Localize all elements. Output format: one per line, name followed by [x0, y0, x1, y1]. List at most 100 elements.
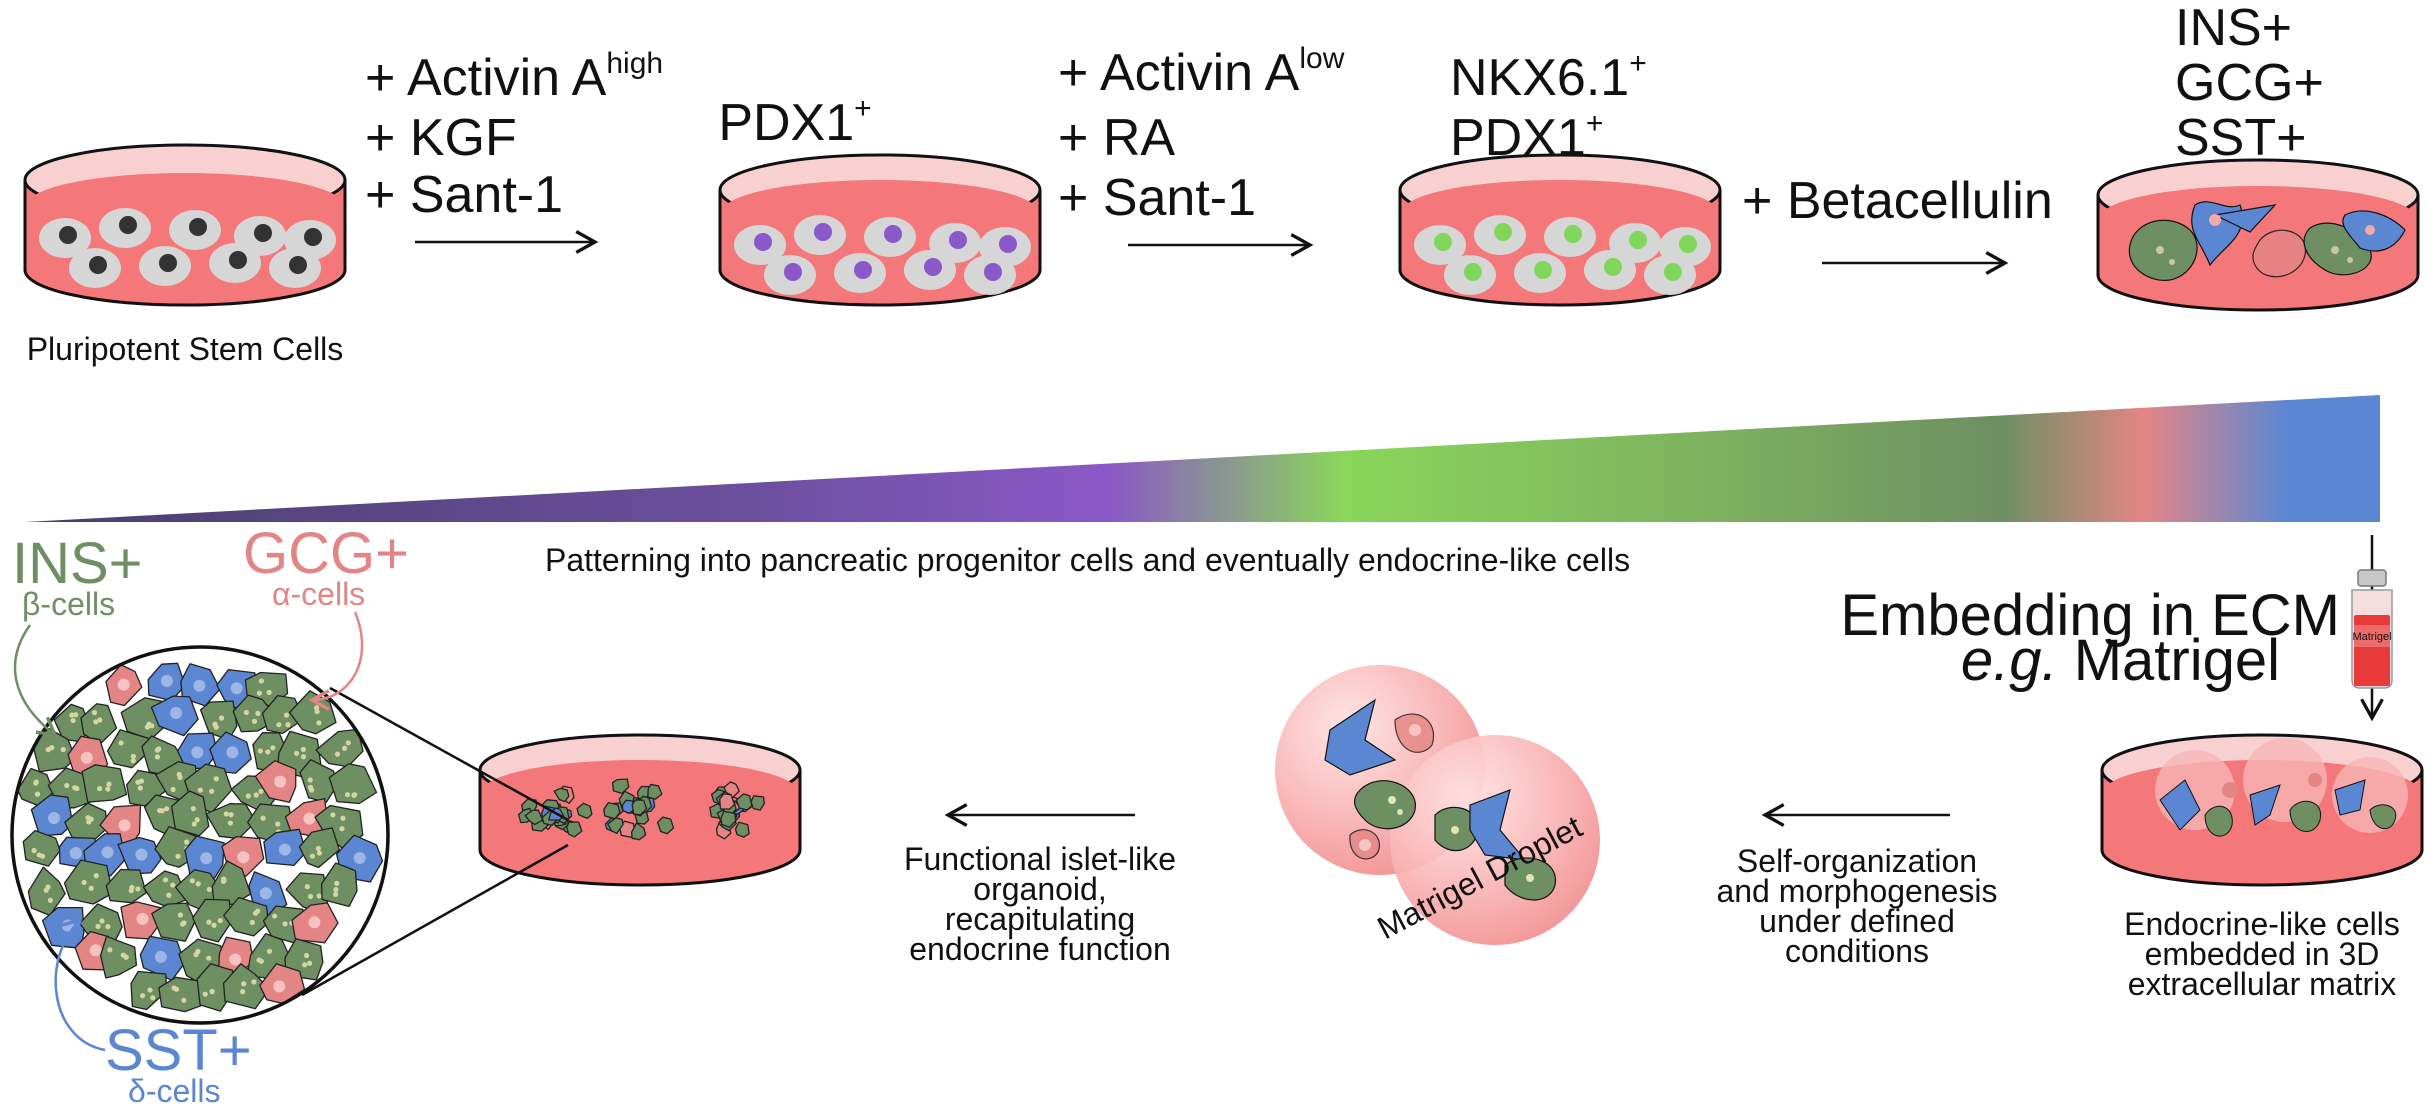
cell-nucleus — [308, 916, 321, 929]
granule — [206, 886, 212, 893]
stem-nucleus — [59, 226, 77, 244]
organoid-cell — [611, 778, 630, 795]
cell-nucleus — [259, 887, 272, 900]
granule — [333, 887, 339, 893]
granule — [315, 845, 321, 852]
granule — [251, 979, 257, 985]
granule — [316, 850, 323, 856]
step2-ra: + RA — [1058, 109, 1175, 167]
beta-cell — [261, 694, 306, 735]
granule — [173, 986, 180, 992]
granule — [304, 884, 310, 890]
dish-organoid — [478, 733, 802, 887]
granule — [138, 778, 145, 784]
beta-cell — [223, 896, 269, 937]
cell-nucleus — [80, 751, 93, 764]
granule — [257, 748, 263, 754]
svg-text:embedded in 3D: embedded in 3D — [2145, 936, 2380, 972]
granule — [162, 877, 169, 883]
granule — [130, 753, 137, 760]
granule — [86, 819, 92, 825]
legend-ins-sub: β-cells — [22, 586, 115, 622]
cell-nucleus — [89, 944, 102, 957]
granule — [193, 952, 199, 958]
granule — [251, 718, 258, 724]
granule — [154, 754, 161, 760]
dish-stem-cells — [23, 143, 347, 307]
legend-ins-label: INS+ — [12, 531, 143, 596]
organoid-cell — [656, 816, 675, 835]
sst-marker: SST+ — [2175, 109, 2307, 167]
granule — [258, 678, 264, 684]
granule — [218, 715, 225, 721]
granule — [227, 820, 233, 826]
granule — [345, 740, 351, 746]
legend-sst-arrow — [54, 917, 106, 1052]
granule — [282, 921, 288, 927]
cell-nucleus — [170, 706, 183, 719]
legend-ins: INS+ β-cells — [12, 531, 143, 738]
ins-marker: INS+ — [2175, 0, 2292, 57]
granule — [31, 847, 37, 854]
granule — [266, 689, 272, 695]
zoom-line-top — [329, 686, 569, 822]
granule — [135, 886, 141, 892]
granule — [307, 784, 314, 790]
legend-sst-sub: δ-cells — [128, 1073, 220, 1107]
beta-cell — [106, 729, 150, 769]
granule — [137, 785, 143, 791]
granule — [170, 786, 176, 793]
granule — [95, 923, 101, 929]
granule — [211, 922, 217, 928]
step1-activin-high: + Activin Ahigh — [365, 47, 663, 107]
beta-cell — [320, 862, 358, 908]
cell-nucleus — [278, 843, 291, 856]
cell-nucleus — [237, 851, 250, 864]
granule — [170, 882, 176, 888]
granule — [107, 947, 113, 953]
beta-cell — [99, 935, 138, 979]
granule — [243, 709, 249, 716]
nkx61-nucleus — [1664, 263, 1682, 281]
granule — [140, 993, 146, 999]
granule — [164, 806, 170, 812]
nkx61-nucleus — [1534, 261, 1552, 279]
granule — [175, 853, 181, 859]
granule — [146, 721, 152, 727]
granule — [97, 785, 103, 792]
nkx61-cell-group — [1414, 215, 1711, 295]
vial-label: Matrigel — [2352, 631, 2391, 643]
granule — [181, 920, 187, 926]
pdx1-nucleus — [884, 225, 902, 243]
granule — [228, 812, 234, 818]
legend-sst: SST+ δ-cells — [54, 917, 252, 1107]
granule — [316, 893, 322, 899]
legend-gcg-arrow — [308, 611, 364, 711]
granule — [245, 793, 251, 799]
cell-nucleus — [273, 980, 286, 993]
granule — [91, 710, 98, 716]
granule — [118, 740, 124, 746]
stem-nucleus — [119, 216, 137, 234]
granule — [240, 989, 246, 995]
betacellulin-label: + Betacellulin — [1742, 172, 2053, 230]
organoid-cell — [553, 787, 570, 803]
granule — [309, 853, 316, 859]
embedding-example: e.g. Matrigel — [1961, 628, 2280, 693]
cell-nucleus — [118, 819, 131, 832]
beta-cell — [328, 763, 378, 805]
stem-nucleus — [229, 251, 247, 269]
svg-text:Self-organization: Self-organization — [1737, 843, 1977, 879]
pdx1-nucleus — [854, 261, 872, 279]
matrigel-droplets — [1275, 665, 1600, 945]
nkx61-nucleus — [1604, 258, 1622, 276]
endocrine-markers: INS+ GCG+ SST+ — [2175, 0, 2324, 167]
stem-nucleus — [89, 256, 107, 274]
granule — [176, 771, 182, 777]
granule — [316, 720, 322, 726]
granule — [45, 747, 51, 753]
step2-sant1: + Sant-1 — [1058, 169, 1256, 227]
granule — [60, 746, 66, 753]
granule — [334, 751, 341, 757]
granule — [47, 897, 53, 903]
